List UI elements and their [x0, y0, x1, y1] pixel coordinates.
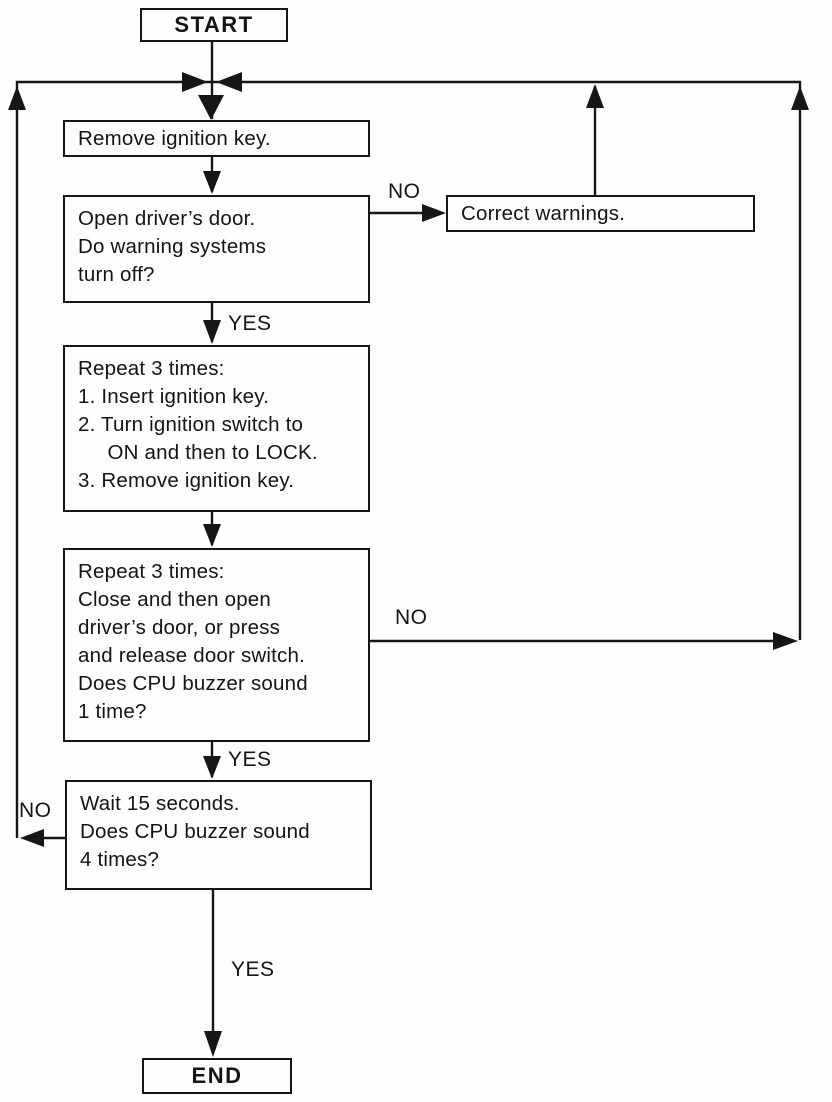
node-wait-15-seconds-question: Wait 15 seconds. Does CPU buzzer sound 4…	[65, 780, 372, 890]
node-repeat-door-buzzer-question: Repeat 3 times: Close and then open driv…	[63, 548, 370, 742]
arrowhead-into-open-door	[203, 171, 221, 194]
arrowhead-into-left-riser	[20, 829, 44, 847]
arrowhead-merge-from-left	[182, 72, 208, 92]
start-node: START	[140, 8, 288, 42]
edge-label-open-door-no: NO	[388, 180, 421, 203]
edge-label-wait-yes: YES	[231, 958, 275, 981]
node-remove-ignition-key: Remove ignition key.	[63, 120, 370, 157]
node-repeat-ignition-key: Repeat 3 times: 1. Insert ignition key. …	[63, 345, 370, 512]
arrowhead-correct-warnings-up	[586, 84, 604, 108]
arrowhead-into-repeat-door	[203, 524, 221, 547]
arrowhead-into-right-riser	[773, 632, 798, 650]
arrowhead-right-riser-up	[791, 86, 809, 110]
edge-return-loop	[15, 80, 802, 838]
node-correct-warnings: Correct warnings.	[446, 195, 755, 232]
end-node: END	[142, 1058, 292, 1094]
edge-label-repeat-door-no: NO	[395, 606, 428, 629]
edge-label-wait-no: NO	[19, 799, 52, 822]
edge-label-repeat-door-yes: YES	[228, 748, 272, 771]
arrowhead-into-wait	[203, 756, 221, 779]
arrowhead-into-correct-warnings	[422, 204, 446, 222]
arrowhead-left-riser-up	[8, 86, 26, 110]
edge-label-open-door-yes: YES	[228, 312, 272, 335]
arrowhead-into-remove-key	[198, 95, 224, 120]
arrowhead-into-end	[204, 1031, 222, 1057]
arrowhead-into-repeat-key	[203, 320, 221, 344]
arrowhead-merge-from-right	[216, 72, 242, 92]
node-open-door-question: Open driver’s door. Do warning systems t…	[63, 195, 370, 303]
